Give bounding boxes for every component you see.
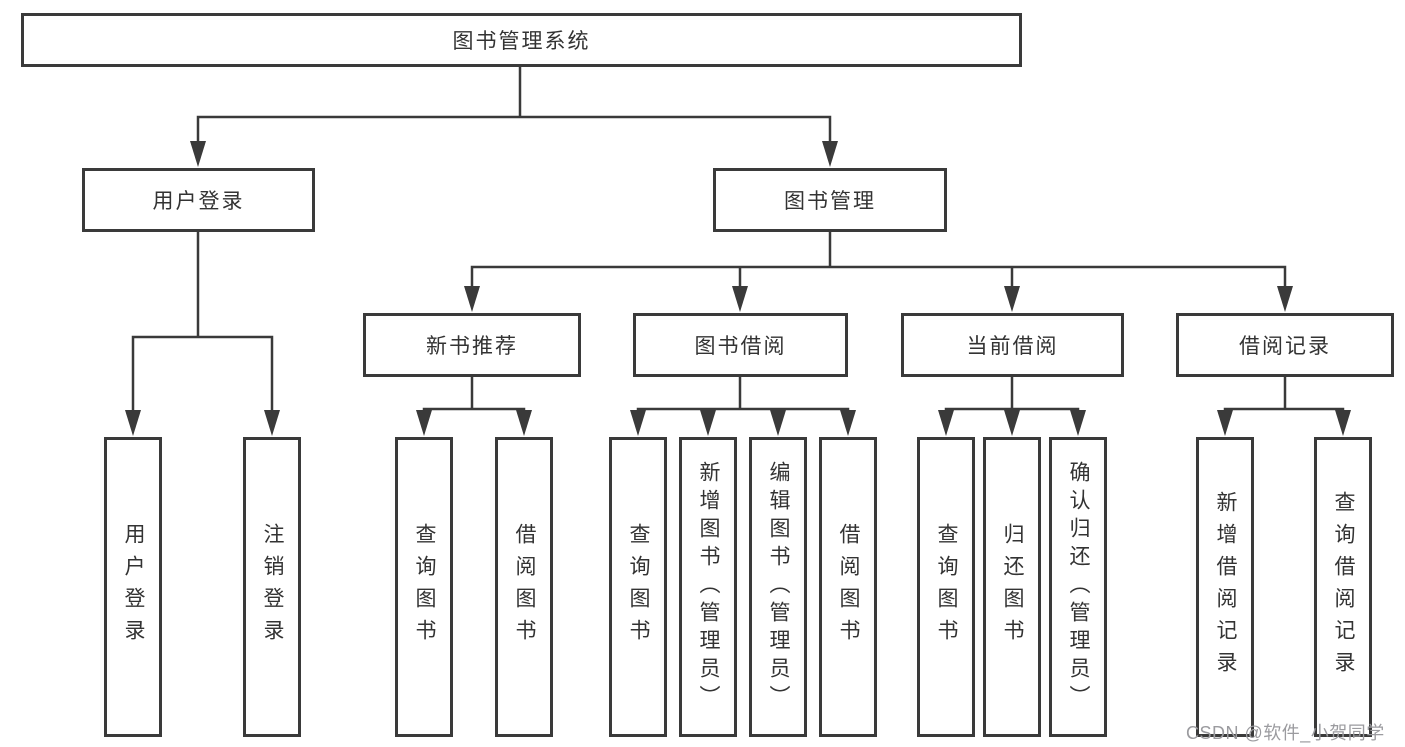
leaf-query-books-recommend: 查询图书 bbox=[395, 437, 453, 737]
leaf-label: 编辑图书（管理员） bbox=[767, 461, 790, 713]
arrowhead-icon bbox=[700, 410, 716, 436]
node-label: 图书管理系统 bbox=[452, 30, 591, 53]
arrowhead-icon bbox=[1070, 410, 1086, 436]
leaf-label: 查询借阅记录 bbox=[1332, 491, 1355, 683]
leaf-borrow-books-recommend: 借阅图书 bbox=[495, 437, 553, 737]
arrowhead-icon bbox=[822, 141, 838, 167]
connector-bookmgmt-to-level3 bbox=[464, 232, 1293, 312]
arrowhead-icon bbox=[1277, 286, 1293, 312]
node-label: 新书推荐 bbox=[426, 335, 518, 358]
arrowhead-icon bbox=[1004, 286, 1020, 312]
node-book-management: 图书管理 bbox=[713, 168, 947, 232]
arrowhead-icon bbox=[770, 410, 786, 436]
leaf-label: 确认归还（管理员） bbox=[1067, 461, 1090, 713]
node-borrow-records: 借阅记录 bbox=[1176, 313, 1394, 377]
connector-current-to-leaves bbox=[938, 377, 1086, 436]
arrowhead-icon bbox=[840, 410, 856, 436]
connector-records-to-leaves bbox=[1217, 377, 1351, 436]
node-library-management-system: 图书管理系统 bbox=[21, 13, 1022, 67]
arrowhead-icon bbox=[125, 410, 141, 436]
node-label: 当前借阅 bbox=[966, 335, 1059, 358]
leaf-label: 归还图书 bbox=[1001, 523, 1024, 651]
arrowhead-icon bbox=[1004, 410, 1020, 436]
leaf-label: 查询图书 bbox=[935, 523, 958, 651]
leaf-query-borrow-record: 查询借阅记录 bbox=[1314, 437, 1372, 737]
node-book-borrow: 图书借阅 bbox=[633, 313, 848, 377]
arrowhead-icon bbox=[1335, 410, 1351, 436]
connector-userlogin-to-leaves bbox=[125, 232, 280, 436]
node-label: 借阅记录 bbox=[1239, 335, 1331, 358]
arrowhead-icon bbox=[190, 141, 206, 167]
arrowhead-icon bbox=[416, 410, 432, 436]
node-user-login: 用户登录 bbox=[82, 168, 315, 232]
leaf-query-books-current: 查询图书 bbox=[917, 437, 975, 737]
leaf-label: 借阅图书 bbox=[513, 523, 536, 651]
leaf-logout: 注销登录 bbox=[243, 437, 301, 737]
leaf-label: 用户登录 bbox=[122, 523, 145, 651]
arrowhead-icon bbox=[732, 286, 748, 312]
arrowhead-icon bbox=[630, 410, 646, 436]
arrowhead-icon bbox=[464, 286, 480, 312]
leaf-label: 新增借阅记录 bbox=[1214, 491, 1237, 683]
leaf-label: 查询图书 bbox=[627, 523, 650, 651]
leaf-add-borrow-record: 新增借阅记录 bbox=[1196, 437, 1254, 737]
csdn-watermark: CSDN @软件_小贺同学 bbox=[1186, 723, 1385, 743]
leaf-label: 新增图书（管理员） bbox=[697, 461, 720, 713]
leaf-label: 注销登录 bbox=[261, 523, 284, 651]
leaf-edit-books-admin: 编辑图书（管理员） bbox=[749, 437, 807, 737]
arrowhead-icon bbox=[516, 410, 532, 436]
node-new-book-recommend: 新书推荐 bbox=[363, 313, 581, 377]
node-label: 用户登录 bbox=[152, 190, 245, 213]
leaf-return-books: 归还图书 bbox=[983, 437, 1041, 737]
connector-root-to-level2 bbox=[190, 67, 838, 167]
leaf-label: 借阅图书 bbox=[837, 523, 860, 651]
node-label: 图书借阅 bbox=[694, 335, 787, 358]
connector-borrow-to-leaves bbox=[630, 377, 856, 436]
leaf-query-books-borrow: 查询图书 bbox=[609, 437, 667, 737]
leaf-label: 查询图书 bbox=[413, 523, 436, 651]
leaf-confirm-return-admin: 确认归还（管理员） bbox=[1049, 437, 1107, 737]
leaf-borrow-books-borrow: 借阅图书 bbox=[819, 437, 877, 737]
leaf-user-login: 用户登录 bbox=[104, 437, 162, 737]
connector-recommend-to-leaves bbox=[416, 377, 532, 436]
arrowhead-icon bbox=[264, 410, 280, 436]
node-label: 图书管理 bbox=[784, 190, 876, 213]
leaf-add-books-admin: 新增图书（管理员） bbox=[679, 437, 737, 737]
node-current-borrow: 当前借阅 bbox=[901, 313, 1124, 377]
arrowhead-icon bbox=[938, 410, 954, 436]
arrowhead-icon bbox=[1217, 410, 1233, 436]
